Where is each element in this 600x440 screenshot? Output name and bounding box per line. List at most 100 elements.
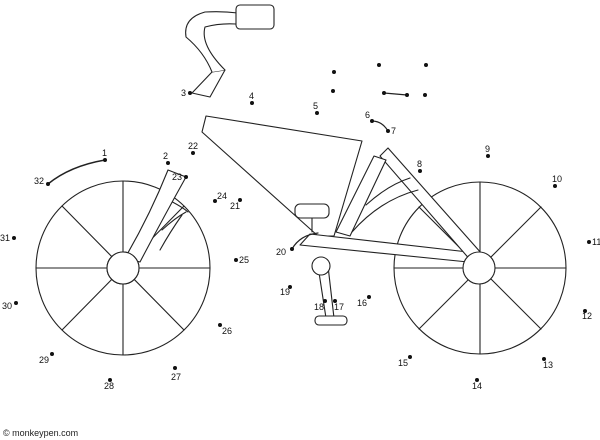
dot-label-17: 17 (334, 302, 344, 312)
loose-dot-6 (405, 93, 409, 97)
handle-grip (235, 4, 275, 30)
dot-label-9: 9 (485, 144, 490, 154)
dot-marker-23 (184, 175, 188, 179)
dot-18: 18 (314, 299, 327, 312)
dot-marker-7 (386, 129, 390, 133)
loose-dot-3 (424, 63, 428, 67)
dot-19: 19 (280, 285, 292, 297)
rear-hub (106, 251, 140, 285)
dot-32: 32 (34, 176, 50, 186)
dot-marker-18 (323, 299, 327, 303)
dot-label-26: 26 (222, 326, 232, 336)
dot-label-27: 27 (171, 372, 181, 382)
dot-marker-14 (475, 378, 479, 382)
dot-11: 11 (587, 237, 600, 247)
dot-marker-2 (166, 161, 170, 165)
dot-label-3: 3 (181, 88, 186, 98)
dot-label-2: 2 (163, 151, 168, 161)
dot-label-19: 19 (280, 287, 290, 297)
dot-13: 13 (542, 357, 553, 370)
dot-1: 1 (102, 148, 107, 162)
dot-marker-8 (418, 169, 422, 173)
dot-marker-12 (583, 309, 587, 313)
dot-21: 21 (230, 198, 242, 211)
dot-label-11: 11 (592, 237, 600, 247)
dot-marker-1 (103, 158, 107, 162)
dot-30: 30 (2, 301, 18, 311)
guide-line-6-7 (371, 120, 389, 132)
dot-label-23: 23 (172, 172, 182, 182)
dot-label-30: 30 (2, 301, 12, 311)
unnumbered-dots (331, 63, 428, 97)
loose-dot-2 (377, 63, 381, 67)
dot-label-16: 16 (357, 298, 367, 308)
dot-4: 4 (249, 91, 254, 105)
rear-fork (124, 169, 187, 263)
dot-6: 6 (365, 110, 374, 123)
footer-credit: © monkeypen.com (3, 428, 79, 438)
guide-line-dots (383, 92, 408, 96)
dot-25: 25 (234, 255, 249, 265)
dot-label-13: 13 (543, 360, 553, 370)
dot-marker-24 (213, 199, 217, 203)
dot-label-8: 8 (417, 159, 422, 169)
head-strut (335, 155, 387, 237)
mudguard-front-2 (351, 189, 419, 233)
dot-marker-30 (14, 301, 18, 305)
dot-27: 27 (171, 366, 181, 382)
dot-20: 20 (276, 247, 294, 257)
dot-23: 23 (172, 172, 188, 182)
dot-marker-11 (587, 240, 591, 244)
dot-label-29: 29 (39, 355, 49, 365)
dot-label-5: 5 (313, 101, 318, 111)
loose-dot-5 (382, 91, 386, 95)
dot-label-18: 18 (314, 302, 324, 312)
dot-17: 17 (333, 299, 344, 312)
dot-marker-25 (234, 258, 238, 262)
dot-marker-32 (46, 182, 50, 186)
dot-label-32: 32 (34, 176, 44, 186)
dot-31: 31 (0, 233, 16, 243)
dot-2: 2 (163, 151, 170, 165)
dot-marker-28 (108, 378, 112, 382)
rear-fork-inner (159, 214, 183, 251)
dot-label-24: 24 (217, 191, 227, 201)
bicycle-drawing (35, 4, 567, 356)
dot-marker-15 (408, 355, 412, 359)
dot-12: 12 (582, 309, 592, 321)
dot-16: 16 (357, 295, 371, 308)
dot-22: 22 (188, 141, 198, 155)
guide-line-20 (291, 232, 319, 250)
dot-label-4: 4 (249, 91, 254, 101)
dot-label-31: 31 (0, 233, 10, 243)
loose-dot-7 (423, 93, 427, 97)
dot-7: 7 (386, 126, 396, 136)
dot-label-20: 20 (276, 247, 286, 257)
dot-marker-6 (370, 119, 374, 123)
dot-label-28: 28 (104, 381, 114, 391)
handlebar-stem (191, 69, 226, 98)
dot-marker-26 (218, 323, 222, 327)
dot-8: 8 (417, 159, 422, 173)
dot-label-21: 21 (230, 201, 240, 211)
dot-14: 14 (472, 378, 482, 391)
dot-label-15: 15 (398, 358, 408, 368)
dot-15: 15 (398, 355, 412, 368)
dot-marker-5 (315, 111, 319, 115)
dot-marker-10 (553, 184, 557, 188)
dot-label-12: 12 (582, 311, 592, 321)
dot-marker-9 (486, 154, 490, 158)
dot-marker-19 (288, 285, 292, 289)
dot-marker-3 (188, 91, 192, 95)
handlebar (185, 11, 239, 73)
dot-24: 24 (213, 191, 227, 203)
dot-marker-29 (50, 352, 54, 356)
dot-label-6: 6 (365, 110, 370, 120)
loose-dot-4 (331, 89, 335, 93)
mudguard-front (365, 177, 411, 206)
dot-label-10: 10 (552, 174, 562, 184)
dot-label-22: 22 (188, 141, 198, 151)
dot-3: 3 (181, 88, 192, 98)
